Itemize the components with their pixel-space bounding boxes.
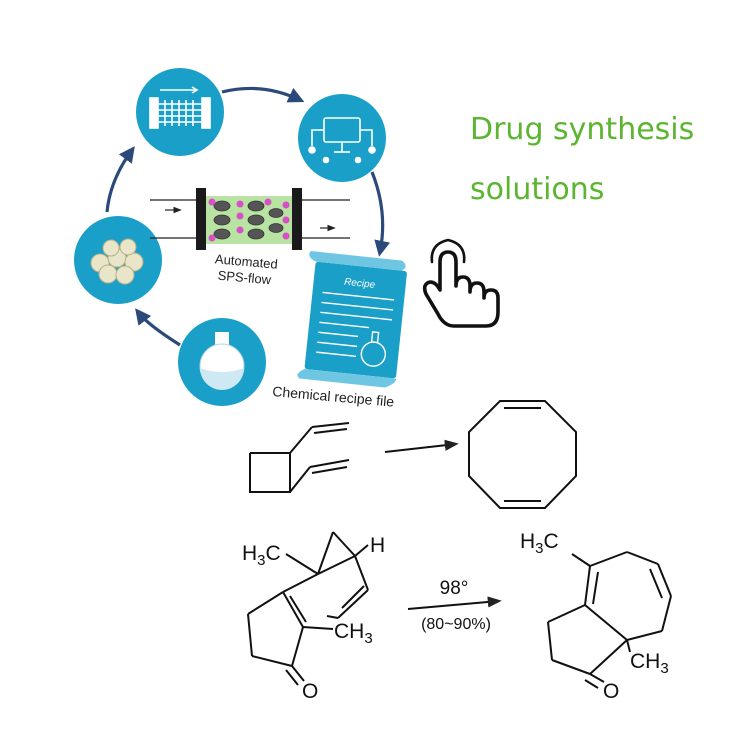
cartridge-magenta-beads — [208, 198, 290, 242]
recipe-card-title: Recipe — [344, 277, 377, 291]
reactant-h3c-label: H3C — [242, 542, 281, 569]
reactant-h-label: H — [370, 534, 385, 557]
reactant-ch3-label: CH3 — [334, 620, 373, 647]
step-flow-reactor — [136, 68, 224, 156]
recipe-file: Recipe — [297, 251, 407, 388]
recipe-lines — [316, 291, 395, 358]
cycle-arrow-left — [105, 146, 135, 213]
cycle-arrows — [105, 86, 391, 347]
recipe-file-label: Chemical recipe file — [272, 383, 395, 410]
computer-control-icon — [308, 117, 376, 164]
cartridge-beads — [213, 200, 284, 240]
cyclooctadiene-structure — [468, 400, 577, 509]
product-h3c-label: H3C — [520, 530, 559, 557]
reaction-1 — [249, 400, 577, 509]
step-resin-beads — [74, 216, 162, 304]
recipe-flask-icon — [360, 331, 387, 367]
step-flask — [178, 318, 266, 406]
cartridge-label-line-1: Automated — [214, 251, 278, 271]
divinylcyclobutane-structure — [249, 422, 350, 493]
pointer-hand-icon — [422, 238, 500, 328]
resin-beads-icon — [90, 238, 144, 285]
reaction-1-arrow — [384, 439, 459, 453]
cycle-arrow-top — [221, 86, 305, 103]
product-structure — [547, 551, 672, 689]
cycle-arrow-right — [370, 171, 391, 257]
product-ch3-label: CH3 — [630, 650, 669, 677]
reactant-structure — [247, 531, 369, 686]
cycle-arrow-bottom-left — [135, 308, 181, 347]
product-oxygen-label: O — [603, 680, 619, 703]
condition-yield: (80~90%) — [421, 616, 491, 633]
reaction-2: H3C H CH3 O 98° (80~90%) — [242, 530, 672, 703]
flow-reactor-icon — [149, 86, 211, 129]
automated-cartridge: Automated SPS-flow — [150, 188, 350, 287]
headline-line-1: Drug synthesis — [470, 112, 695, 147]
cartridge-label-line-2: SPS-flow — [217, 268, 272, 288]
reactant-oxygen-label: O — [302, 680, 318, 703]
reaction-2-arrow — [407, 596, 502, 610]
step-computer-control — [298, 94, 386, 182]
headline-line-2: solutions — [470, 172, 605, 207]
condition-temperature: 98° — [440, 578, 469, 599]
round-bottom-flask-icon — [199, 332, 245, 390]
